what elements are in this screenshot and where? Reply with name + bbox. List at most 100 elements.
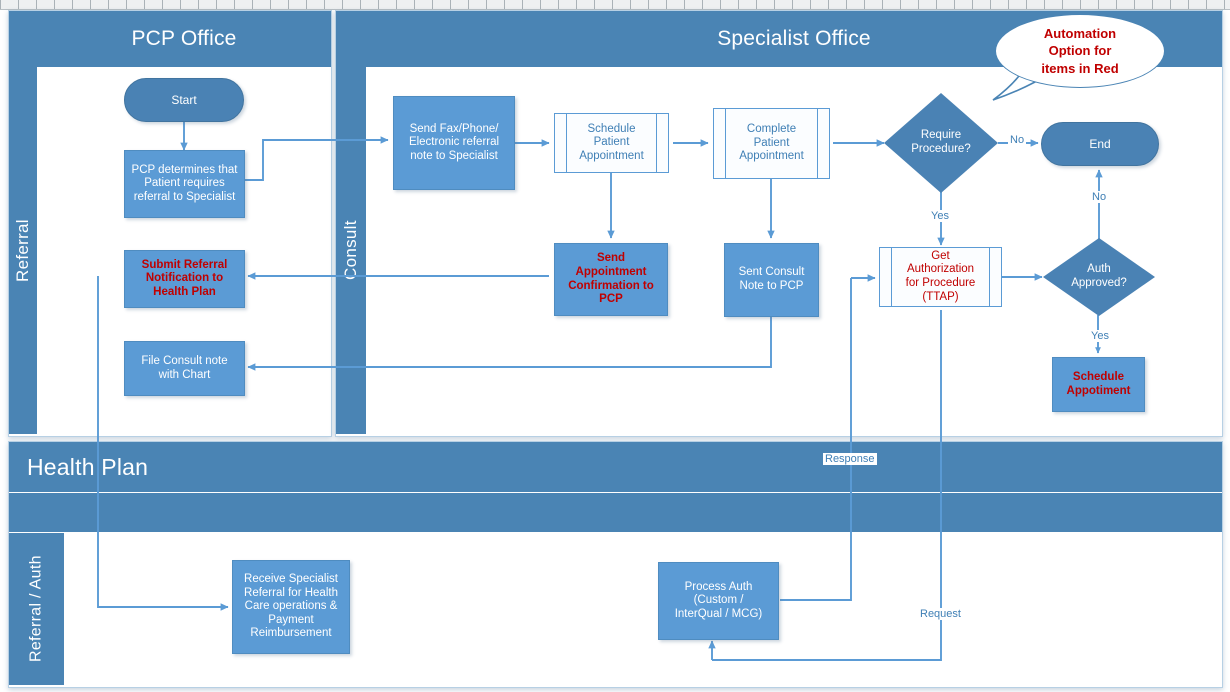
ruler-tick [1044,0,1045,9]
auth-approved-label: Auth Approved? [1043,238,1155,316]
node-get-auth-line2: Authorization [906,263,975,276]
ruler-tick [648,0,649,9]
pool-health-plan-title: Health Plan [27,453,149,480]
node-file-consult-line2: with Chart [158,368,211,381]
ruler-tick [576,0,577,9]
node-pcp-determines[interactable]: PCP determines that Patient requires ref… [124,150,245,218]
ruler-tick [522,0,523,9]
callout-line3: items in Red [1041,60,1119,76]
node-complete-appt-line2: Patient [753,136,790,149]
ruler-tick [792,0,793,9]
ruler-tick [810,0,811,9]
ruler-tick [846,0,847,9]
node-send-confirm-line3: Confirmation to [568,279,654,292]
node-schedule-appt-line3: Appointment [579,149,644,162]
edge-label-require-yes: Yes [929,210,951,222]
ruler-tick [432,0,433,9]
ruler-tick [486,0,487,9]
node-file-consult[interactable]: File Consult note with Chart [124,341,245,396]
node-send-fax[interactable]: Send Fax/Phone/ Electronic referral note… [393,96,515,190]
auth-approved-line1: Auth [1087,263,1111,276]
ruler-tick [918,0,919,9]
ruler-tick [18,0,19,9]
ruler-tick [342,0,343,9]
lane-band-referral-auth [9,533,64,685]
node-process-auth-line1: Process Auth [684,580,753,593]
ruler-tick [108,0,109,9]
pool-pcp-title: PCP Office [131,27,237,50]
ruler-tick [720,0,721,9]
ruler-tick [216,0,217,9]
node-send-confirm-line1: Send [596,252,626,265]
node-complete-patient-appointment[interactable]: Complete Patient Appointment [713,108,830,179]
ruler-tick [1206,0,1207,9]
ruler-tick [1098,0,1099,9]
ruler-tick [378,0,379,9]
require-procedure-line2: Procedure? [911,143,971,155]
node-receive-specialist-referral[interactable]: Receive Specialist Referral for Health C… [232,560,350,654]
ruler-tick [1152,0,1153,9]
node-schedule-appt2-line2: Appotiment [1066,384,1131,397]
node-receive-ref-line1: Receive Specialist [244,573,338,586]
node-send-appointment-confirmation[interactable]: Send Appointment Confirmation to PCP [554,243,668,316]
pool-specialist-title: Specialist Office [717,27,871,50]
node-send-confirm-line2: Appointment [575,265,647,278]
ruler-tick [594,0,595,9]
ruler-tick [702,0,703,9]
ruler-tick [972,0,973,9]
node-get-auth-line3: for Procedure [905,277,976,289]
node-send-fax-line2: Electronic referral [408,136,500,149]
ruler-strip [0,0,1230,10]
ruler-tick [1188,0,1189,9]
node-sent-consult-note[interactable]: Sent Consult Note to PCP [724,243,819,317]
ruler-tick [54,0,55,9]
node-schedule-patient-appointment[interactable]: Schedule Patient Appointment [554,113,669,173]
ruler-tick [954,0,955,9]
require-procedure-label: Require Procedure? [884,93,998,193]
ruler-tick [756,0,757,9]
node-receive-ref-line5: Reimbursement [250,627,332,640]
ruler-tick [360,0,361,9]
node-schedule-appt-line1: Schedule [587,122,636,135]
node-submit-referral[interactable]: Submit Referral Notification to Health P… [124,250,245,308]
node-auth-approved[interactable]: Auth Approved? [1043,238,1155,316]
ruler-tick [1170,0,1171,9]
node-receive-ref-line2: Referral for Health [244,586,338,599]
ruler-tick [252,0,253,9]
ruler-tick [72,0,73,9]
node-get-auth-line4: (TTAP) [922,290,959,303]
node-get-authorization[interactable]: Get Authorization for Procedure (TTAP) [879,247,1002,307]
auth-approved-line2: Approved? [1071,277,1127,289]
ruler-tick [1080,0,1081,9]
node-schedule-appotiment[interactable]: Schedule Appotiment [1052,357,1145,412]
callout-text-block: Automation Option for items in Red [1041,25,1118,78]
node-schedule-appt2-line1: Schedule [1072,370,1125,383]
node-process-auth[interactable]: Process Auth (Custom / InterQual / MCG) [658,562,779,640]
pool-health-plan: Health Plan Referral / Auth [8,441,1223,688]
node-submit-referral-line3: Health Plan [153,285,216,298]
lane-label-consult: Consult [341,220,360,281]
node-sent-consult-line2: Note to PCP [739,280,804,292]
lane-label-referral-auth: Referral / Auth [27,555,45,663]
callout-line1: Automation [1043,25,1117,41]
ruler-tick [162,0,163,9]
node-get-auth-line1: Get [931,249,950,262]
ruler-tick [612,0,613,9]
ruler-tick [36,0,37,9]
node-pcp-determines-line3: referral to Specialist [133,190,236,203]
ruler-tick [666,0,667,9]
ruler-tick [126,0,127,9]
node-start-label: Start [171,92,197,107]
node-end[interactable]: End [1041,122,1159,166]
ruler-tick [144,0,145,9]
node-require-procedure[interactable]: Require Procedure? [884,93,998,193]
lane-label-referral: Referral [13,219,32,282]
node-send-fax-line3: note to Specialist [410,149,498,162]
node-complete-appt-line1: Complete [746,123,797,136]
require-procedure-line1: Require [920,129,962,142]
node-start[interactable]: Start [124,78,244,122]
lane-band-referral [9,11,37,434]
node-pcp-determines-line2: Patient requires [144,177,225,190]
ruler-tick [1116,0,1117,9]
